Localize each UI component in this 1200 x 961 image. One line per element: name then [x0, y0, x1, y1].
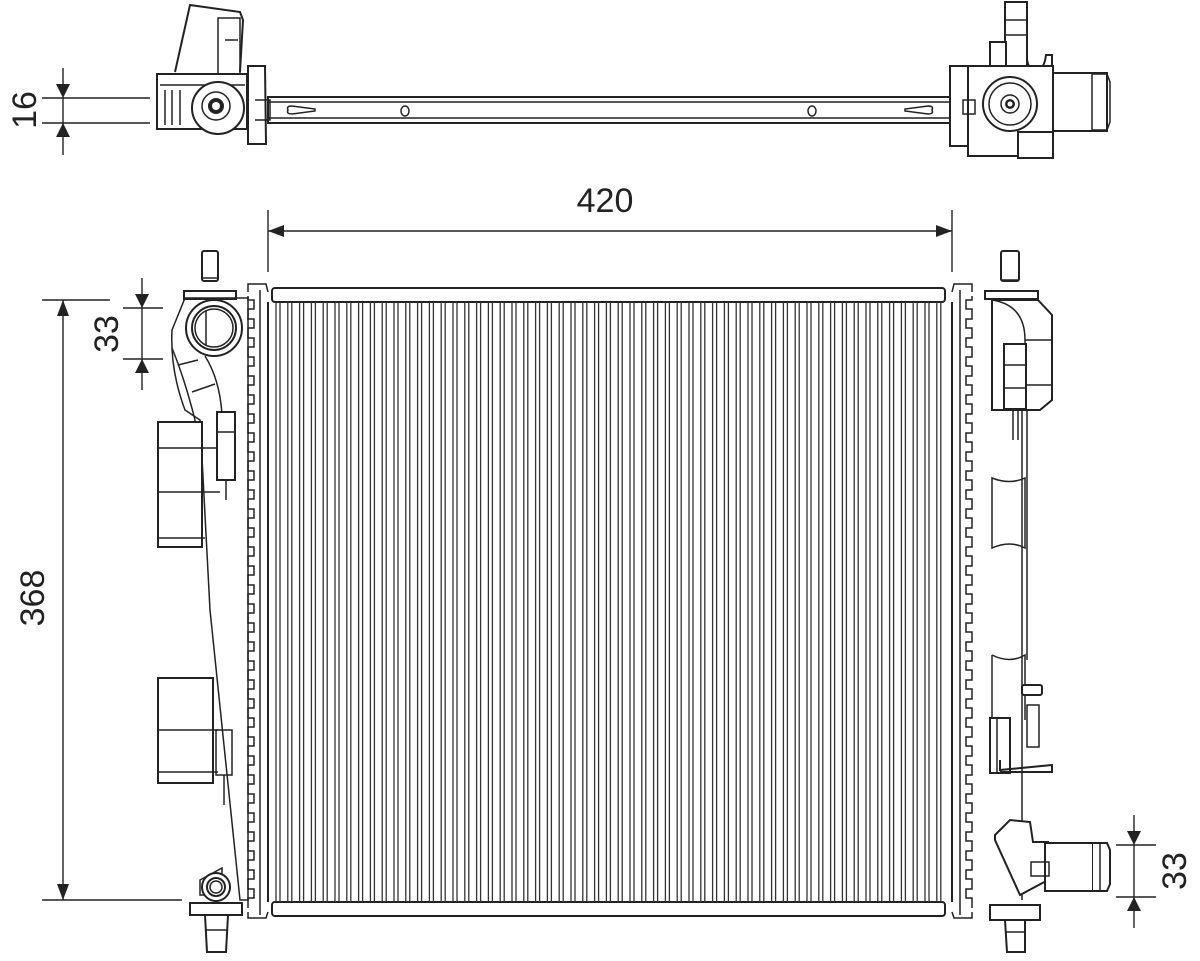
right-top-spigot [1000, 250, 1020, 282]
top-view: 16 [6, 1, 1111, 159]
left-inlet-ring [185, 299, 243, 357]
dim-outlet-diameter: 33 [1116, 815, 1194, 928]
dim-core-height: 368 [14, 299, 182, 901]
front-view: 368 33 33 [14, 250, 1194, 953]
right-outlet-pipe [1044, 842, 1094, 892]
hole-left [400, 105, 410, 117]
dim-label-16: 16 [6, 91, 44, 129]
dim-top-depth: 16 [6, 68, 150, 155]
left-upper-bracket [157, 421, 203, 548]
core-tubes [275, 302, 942, 902]
left-bottom-spigot [203, 914, 230, 953]
right-clip-upper [991, 476, 1026, 550]
left-top-spigot [201, 250, 219, 282]
left-tank [157, 250, 249, 953]
dim-label-420: 420 [577, 182, 634, 220]
dim-label-33-outlet: 33 [1156, 852, 1194, 890]
slot-left [286, 105, 316, 115]
top-right-tank [949, 1, 1111, 159]
right-tank [984, 250, 1111, 953]
dim-inlet-diameter: 33 [88, 278, 163, 390]
dim-core-width: 420 [267, 182, 953, 272]
dim-label-33-inlet: 33 [88, 315, 126, 353]
top-left-tank [156, 3, 271, 145]
top-right-outlet-pipe [1051, 72, 1108, 132]
right-header-plate [965, 296, 973, 908]
hole-right [807, 105, 817, 117]
right-bottom-spigot [1003, 919, 1026, 953]
slot-right [904, 105, 934, 115]
left-header-plate [247, 296, 255, 908]
dim-label-368: 368 [14, 570, 52, 627]
